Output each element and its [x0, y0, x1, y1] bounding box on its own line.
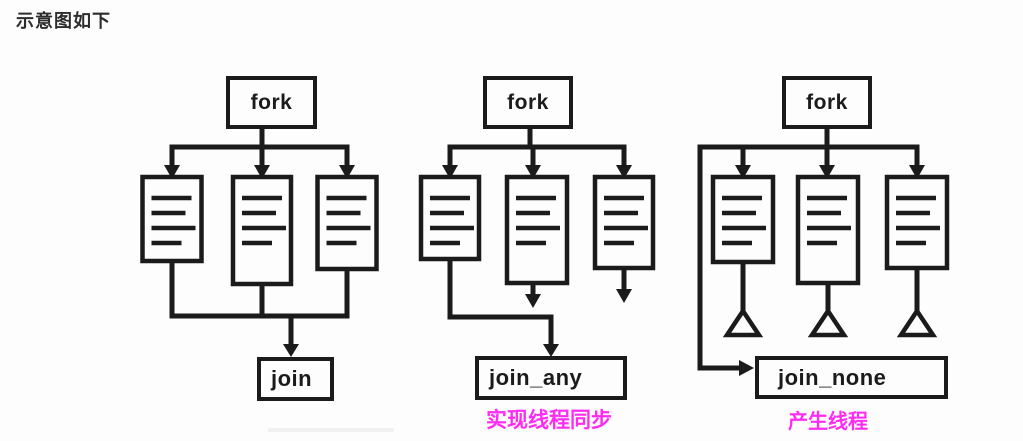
caption-join-any: 实现线程同步: [486, 409, 612, 432]
process-box: [884, 174, 950, 271]
arrow-head: [164, 165, 180, 179]
page-title: 示意图如下: [16, 11, 111, 31]
open-triangle-terminator-icon: [722, 306, 764, 338]
arrow-head: [819, 165, 835, 179]
arrow-head: [283, 344, 299, 357]
diagram-fork-join-none-connectors: [697, 125, 950, 376]
arrow-head: [735, 165, 751, 179]
caption-join-none: 产生线程: [788, 411, 868, 433]
process-code-lines: [430, 195, 474, 246]
process-box: [504, 174, 570, 286]
first-thread-to-join-any-line: [447, 259, 554, 345]
fork-box-3: fork: [782, 76, 872, 129]
process-box: [710, 174, 776, 265]
arrow-head: [254, 165, 270, 179]
process-code-lines: [604, 195, 648, 246]
diagram-fork-join-any-connectors: [418, 125, 656, 357]
process-code-lines: [896, 195, 940, 246]
arrow-head: [525, 165, 541, 179]
process-code-lines: [807, 195, 851, 246]
process-box: [592, 174, 656, 271]
join-box: join: [257, 357, 334, 401]
arrow-head: [739, 360, 754, 376]
arrow-head: [525, 294, 541, 308]
process-box: [230, 174, 294, 287]
process-code-lines: [722, 195, 766, 246]
process-box: [315, 174, 379, 272]
open-triangle-terminator-icon: [896, 306, 938, 338]
arrow-head: [339, 165, 355, 179]
arrow-head: [616, 289, 632, 303]
faint-artifact: [268, 428, 394, 432]
process-code-lines: [151, 195, 196, 246]
arrow-head: [442, 165, 458, 179]
fork-split-bar-and-bypass-line: [697, 144, 920, 371]
process-code-lines: [516, 195, 560, 246]
join-any-box: join_any: [475, 356, 627, 400]
fork-box-2: fork: [483, 76, 573, 129]
join-none-box: join_none: [755, 356, 948, 399]
process-code-lines: [242, 195, 286, 246]
arrow-head: [909, 165, 925, 179]
process-box: [418, 174, 482, 262]
fork-split-bar: [447, 144, 627, 167]
arrow-head: [543, 344, 559, 357]
diagram-fork-join-connectors: [140, 125, 379, 357]
process-code-lines: [326, 195, 371, 246]
fork-box-1: fork: [226, 76, 317, 129]
process-box: [140, 174, 204, 264]
arrow-head: [616, 165, 632, 179]
open-triangle-terminator-icon: [807, 306, 849, 338]
